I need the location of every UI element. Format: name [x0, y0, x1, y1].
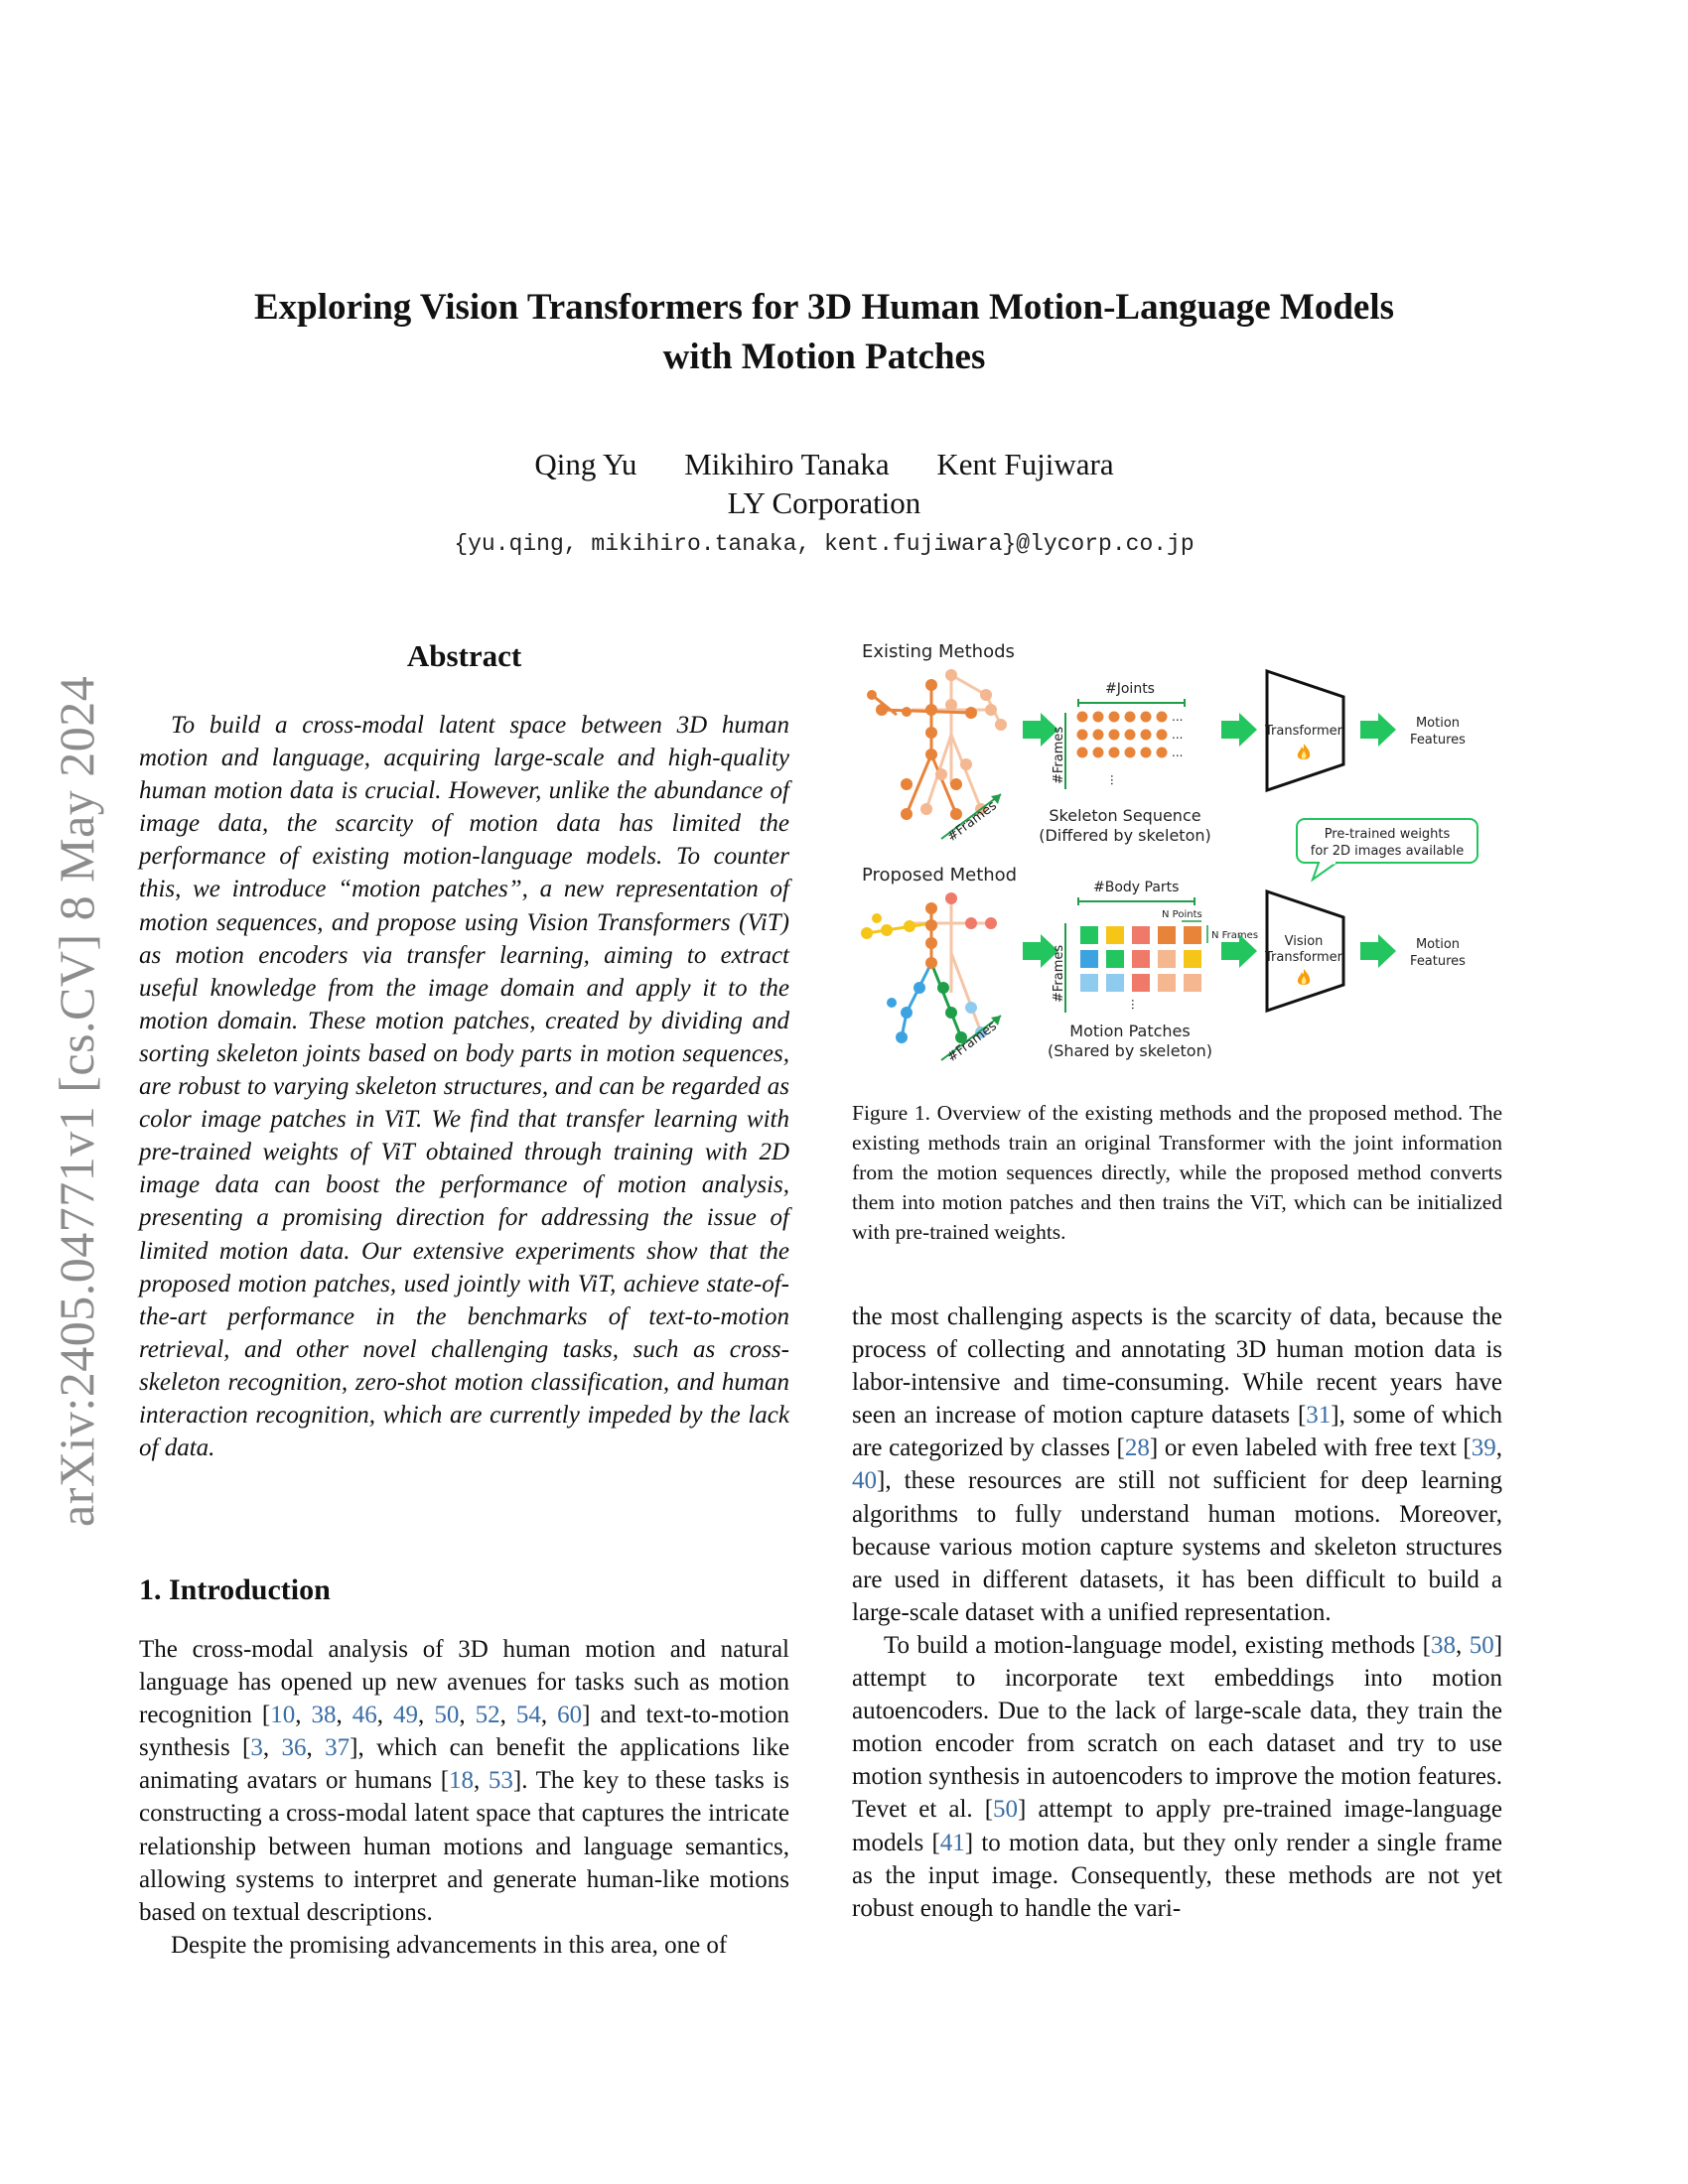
joint-grid: #Joints #Frames ... ... ... ... Skeleton…: [1039, 681, 1211, 845]
figure-1-caption: Figure 1. Overview of the existing metho…: [852, 1101, 1502, 1244]
motion-features-label: Features: [1410, 954, 1466, 969]
citation-link[interactable]: 38: [311, 1702, 337, 1729]
figure-1-overview: Existing Methods #Frames: [852, 635, 1507, 1072]
citation-link[interactable]: 41: [939, 1829, 965, 1856]
transformer-label: Transformer: [1264, 724, 1343, 739]
author-name: Kent Fujiwara: [936, 447, 1114, 481]
frames-axis-label: #Frames: [1052, 945, 1066, 1003]
motion-features-label: Motion: [1416, 716, 1460, 731]
ellipsis-mark: ...: [1129, 999, 1143, 1010]
intro-paragraph-3: the most challenging aspects is the scar…: [852, 1303, 1503, 1626]
motion-features-label: Features: [1410, 733, 1466, 748]
intro-paragraph-1: The cross-modal analysis of 3D human mot…: [139, 1636, 790, 1926]
citation-link[interactable]: 40: [852, 1467, 877, 1495]
text-span: The cross-modal analysis of 3D human mot…: [139, 1636, 789, 1729]
text-span: ] attempt to incorporate text embeddings…: [852, 1631, 1503, 1824]
intro-paragraph-4: To build a motion-language model, existi…: [852, 1631, 1503, 1922]
citation-link[interactable]: 3: [250, 1734, 263, 1762]
ellipsis-mark: ...: [1172, 710, 1183, 724]
pretrained-weights-line-2: for 2D images available: [1311, 844, 1465, 859]
transformer-label: Transformer: [1264, 950, 1343, 965]
title-line-1: Exploring Vision Transformers for 3D Hum…: [253, 287, 1395, 328]
text-span: ] and text-to-motion synthesis [: [139, 1702, 790, 1762]
citation-link[interactable]: 53: [488, 1767, 513, 1795]
citation-link[interactable]: 52: [475, 1702, 500, 1729]
citation-link[interactable]: 60: [557, 1702, 583, 1729]
patch-row: [1080, 950, 1201, 968]
citation-link[interactable]: 50: [993, 1796, 1019, 1824]
motion-patch-grid: #Body Parts N Points N Frames #Frames ..…: [1048, 880, 1258, 1060]
body-parts-axis-label: #Body Parts: [1093, 880, 1179, 895]
proposed-method-label: Proposed Method: [862, 865, 1017, 886]
vision-label: Vision: [1285, 934, 1324, 949]
author-name: Qing Yu: [534, 447, 637, 481]
citation-link[interactable]: 18: [449, 1767, 475, 1795]
motion-features-label: Motion: [1416, 937, 1460, 952]
frames-axis-label: #Frames: [1052, 727, 1066, 784]
ellipsis-mark: ...: [1108, 774, 1122, 785]
introduction-right-column: the most challenging aspects is the scar…: [852, 1300, 1502, 1925]
text-span: ]. The key to these tasks is constructin…: [139, 1767, 790, 1926]
author-emails: {yu.qing, mikihiro.tanaka, kent.fujiwara…: [454, 531, 1195, 557]
motion-patches-label: Motion Patches: [1069, 1022, 1190, 1040]
citation-link[interactable]: 37: [325, 1734, 351, 1762]
arrow-icon: [1221, 713, 1257, 747]
citation-link[interactable]: 54: [515, 1702, 541, 1729]
citation-link[interactable]: 39: [1471, 1434, 1496, 1462]
text-span: the most challenging aspects is the scar…: [852, 1303, 1502, 1430]
citation-link[interactable]: 31: [1306, 1402, 1332, 1430]
arxiv-identifier-stamp: arXiv:2405.04771v1 [cs.CV] 8 May 2024: [49, 675, 104, 1527]
citation-link[interactable]: 50: [1469, 1631, 1494, 1659]
arrow-icon: [1360, 713, 1396, 747]
n-frames-label: N Frames: [1211, 930, 1258, 941]
patch-row: [1080, 926, 1201, 944]
paper-title: Exploring Vision Transformers for 3D Hum…: [159, 283, 1489, 382]
citation-link[interactable]: 10: [270, 1702, 296, 1729]
colored-skeleton-illustration: #Frames: [861, 892, 1002, 1065]
citation-link[interactable]: 38: [1430, 1631, 1456, 1659]
text-span: ] or even labeled with free text [: [1149, 1434, 1472, 1462]
text-span: ], some of which are categorized by clas…: [852, 1402, 1502, 1462]
n-points-label: N Points: [1162, 909, 1202, 920]
affiliation: LY Corporation: [727, 485, 921, 520]
transformer-block: Transformer: [1264, 668, 1345, 793]
figure-1-diagram: Existing Methods #Frames: [861, 641, 1478, 1065]
citation-link[interactable]: 50: [434, 1702, 460, 1729]
ellipsis-mark: ...: [1172, 746, 1183, 759]
author-list: Qing Yu Mikihiro Tanaka Kent Fujiwara: [159, 445, 1489, 484]
vision-transformer-block: Vision Transformer: [1264, 888, 1345, 1014]
text-span: ], which can benefit the applications li…: [139, 1734, 790, 1795]
abstract-heading: Abstract: [406, 638, 522, 673]
pretrained-weights-line-1: Pre-trained weights: [1325, 827, 1451, 842]
introduction-left-column: The cross-modal analysis of 3D human mot…: [139, 1633, 789, 1962]
title-line-2: with Motion Patches: [662, 337, 986, 377]
skeleton-sequence-label: Skeleton Sequence: [1049, 806, 1200, 825]
intro-paragraph-2: Despite the promising advancements in th…: [171, 1931, 728, 1959]
citation-link[interactable]: 28: [1124, 1434, 1150, 1462]
author-name: Mikihiro Tanaka: [684, 447, 890, 481]
existing-methods-label: Existing Methods: [862, 641, 1015, 662]
ellipsis-mark: ...: [1172, 728, 1183, 742]
citation-link[interactable]: 49: [393, 1702, 419, 1729]
citation-link[interactable]: 46: [352, 1702, 377, 1729]
motion-patches-sublabel: (Shared by skeleton): [1048, 1041, 1212, 1060]
text-span: ], these resources are still not suffici…: [852, 1467, 1502, 1626]
citation-link[interactable]: 36: [281, 1734, 307, 1762]
text-span: ] to motion data, but they only render a…: [852, 1829, 1502, 1922]
skeleton-sequence-illustration: #Frames: [867, 669, 1007, 845]
frames-axis-label: #Frames: [944, 1019, 1000, 1065]
joints-axis-label: #Joints: [1105, 681, 1155, 697]
introduction-heading: 1. Introduction: [139, 1573, 331, 1606]
pretrained-weights-callout: Pre-trained weights for 2D images availa…: [1296, 818, 1478, 883]
abstract-text: To build a cross-modal latent space betw…: [139, 712, 789, 1462]
skeleton-sequence-sublabel: (Differed by skeleton): [1039, 826, 1211, 845]
text-span: To build a motion-language model, existi…: [884, 1631, 1431, 1659]
patch-row: [1080, 974, 1201, 992]
arrow-icon: [1360, 934, 1396, 968]
text-span: ] attempt to apply pre-trained image-lan…: [852, 1796, 1502, 1856]
